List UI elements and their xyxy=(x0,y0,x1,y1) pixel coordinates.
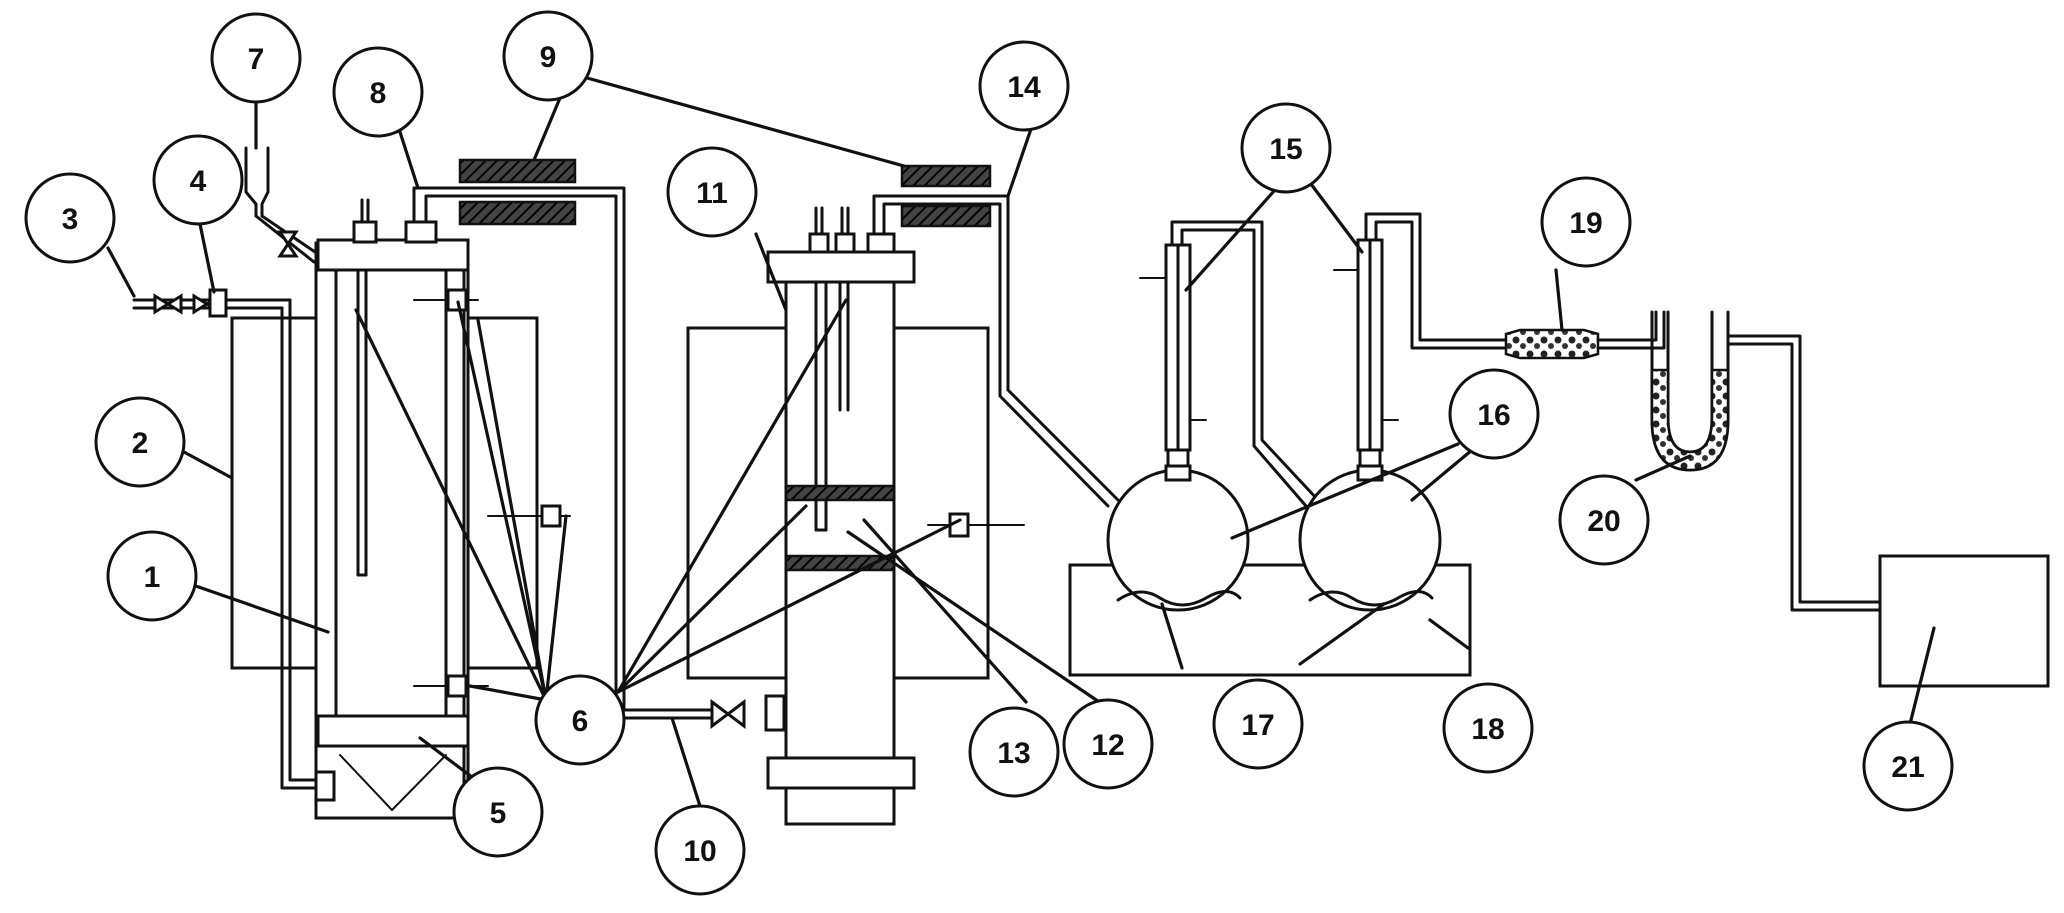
reactor-2 xyxy=(766,206,1025,826)
callout-13-text: 13 xyxy=(997,737,1030,770)
callout-2-text: 2 xyxy=(132,427,149,460)
callout-8-text: 8 xyxy=(370,77,387,110)
transfer-line-14 xyxy=(872,164,1120,508)
callout-1: 1 xyxy=(106,530,198,622)
callout-18: 18 xyxy=(1442,682,1534,774)
callout-17-text: 17 xyxy=(1241,709,1274,742)
callout-11-text: 11 xyxy=(696,177,728,210)
drying-tube-19 xyxy=(1504,310,1666,360)
callout-6-text: 6 xyxy=(572,705,589,738)
callout-12: 12 xyxy=(1062,698,1154,790)
callout-7-text: 7 xyxy=(248,43,265,76)
callout-20: 20 xyxy=(1558,474,1650,566)
callout-18-text: 18 xyxy=(1471,713,1504,746)
callout-10-text: 10 xyxy=(683,835,716,868)
callout-21-text: 21 xyxy=(1891,751,1924,784)
gas-analyzer-21 xyxy=(1878,554,2050,688)
reactor-1-top-flange xyxy=(316,238,470,272)
callout-19: 19 xyxy=(1540,176,1632,268)
callout-3-text: 3 xyxy=(62,203,79,236)
callout-16: 16 xyxy=(1448,368,1540,460)
callout-20-text: 20 xyxy=(1587,505,1620,538)
callout-4-text: 4 xyxy=(190,165,207,198)
transfer-line-8-10 xyxy=(412,158,786,732)
catalyst-bed-13-upper xyxy=(784,484,896,502)
callout-1-text: 1 xyxy=(144,561,161,594)
feed-funnel xyxy=(244,146,320,264)
callout-15-text: 15 xyxy=(1269,133,1302,166)
callout-12-text: 12 xyxy=(1091,729,1124,762)
callout-8: 8 xyxy=(332,46,424,138)
callout-6: 6 xyxy=(534,674,626,766)
callout-5: 5 xyxy=(452,766,544,858)
callout-3: 3 xyxy=(24,172,116,264)
reactor-2-bottom-flange xyxy=(766,756,916,790)
condenser-left xyxy=(1139,220,1320,508)
reactor-1-ports xyxy=(413,288,571,698)
condenser-right xyxy=(1333,212,1508,474)
callout-10: 10 xyxy=(654,804,746,896)
reactor-1 xyxy=(314,198,571,820)
callout-17: 17 xyxy=(1212,678,1304,770)
callout-2: 2 xyxy=(94,396,186,488)
callout-9-text: 9 xyxy=(540,41,557,74)
u-tube-20 xyxy=(1650,310,1882,612)
flask-right xyxy=(1298,464,1442,612)
reactor-2-top-flange xyxy=(766,250,916,284)
callout-19-text: 19 xyxy=(1569,207,1602,240)
leader-lines xyxy=(106,74,1936,808)
callout-15: 15 xyxy=(1240,102,1332,194)
callout-14: 14 xyxy=(978,40,1070,132)
callout-4: 4 xyxy=(152,134,244,226)
callout-7: 7 xyxy=(210,12,302,104)
callout-9: 9 xyxy=(502,10,594,102)
callout-5-text: 5 xyxy=(490,797,507,830)
callout-16-text: 16 xyxy=(1477,399,1510,432)
flask-left xyxy=(1106,464,1250,612)
callout-13: 13 xyxy=(968,706,1060,798)
callout-11: 11 xyxy=(666,146,758,238)
preheater-9-left xyxy=(458,158,577,184)
preheater-14 xyxy=(900,164,992,188)
reactor-1-bottom-flange xyxy=(316,714,470,748)
gas-inlet-line xyxy=(132,288,318,790)
callout-21: 21 xyxy=(1862,720,1954,812)
callout-14-text: 14 xyxy=(1007,71,1041,104)
